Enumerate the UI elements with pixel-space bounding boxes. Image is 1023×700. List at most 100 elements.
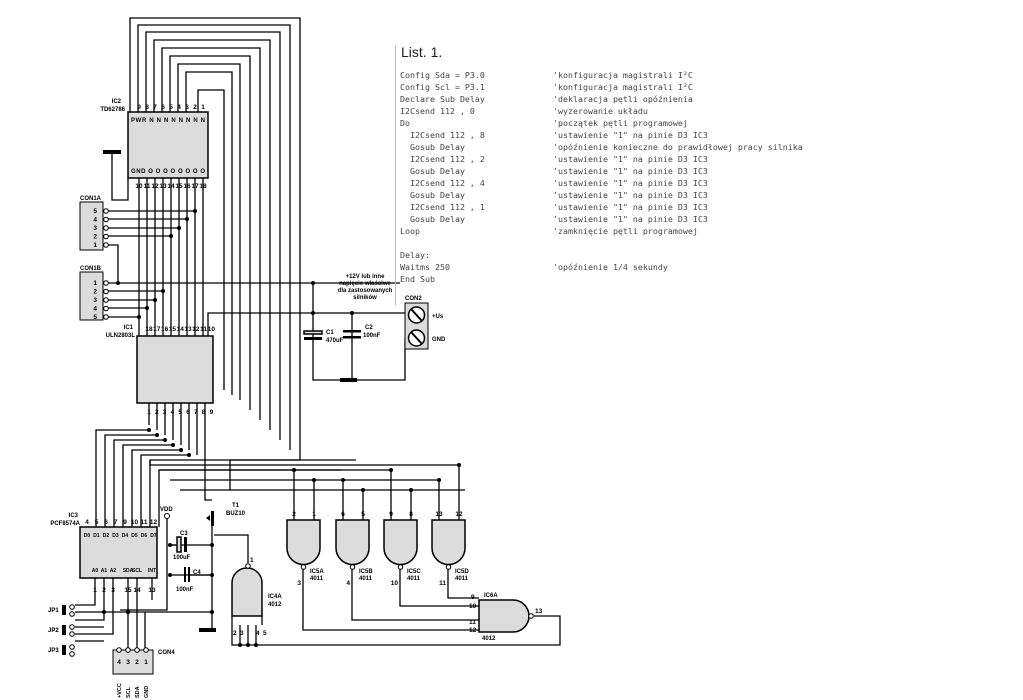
pin-terminal (143, 647, 149, 653)
gate-body (383, 519, 418, 566)
pin-function: D0 (84, 533, 91, 539)
junction-dot (389, 468, 393, 472)
wire (75, 578, 114, 635)
wire (140, 454, 189, 527)
junction-dot (341, 478, 345, 482)
wire (120, 519, 168, 611)
pin-label: 15 (124, 587, 132, 594)
junction-dot (210, 610, 214, 614)
junction-dot (311, 281, 315, 285)
pin-label: 16 (161, 326, 169, 333)
code-text: I2Csend 112 , 4 (400, 178, 485, 188)
jumper-label: JP3 (48, 648, 59, 654)
signal-label: GND (144, 686, 150, 698)
pin-terminal (116, 647, 122, 653)
pin-label: 16 (183, 183, 191, 190)
pin-function: A1 (101, 568, 108, 574)
t1-transistor: T1 BUZ10 (206, 503, 246, 526)
pin-label: 12 (469, 627, 477, 634)
gate-part: 4011 (407, 576, 421, 582)
pin-label: 5 (361, 511, 365, 518)
code-text: Gosub Delay (400, 214, 465, 224)
pin-label: 4 (256, 630, 260, 637)
junction-dot (193, 209, 197, 213)
junction-dot (168, 573, 172, 577)
pin-label: 3 (297, 580, 301, 587)
wire (204, 403, 212, 501)
pin-label: 12 (150, 519, 158, 526)
pin-label: 9 (137, 104, 141, 111)
ic4a-part: 4012 (268, 602, 282, 608)
junction-dot (153, 298, 157, 302)
pin-label: 13 (535, 608, 543, 615)
pin-label: 8 (409, 511, 413, 518)
pin-label: 9 (471, 594, 475, 601)
pin-label: 11 (141, 519, 148, 526)
power-section: C1 470uF C2 100nF CON2 +Us GND (303, 296, 446, 382)
pin-label: 12 (455, 511, 463, 518)
pin-label: 7 (153, 104, 157, 111)
pin-label: 12 (151, 183, 159, 190)
junction-dot (126, 610, 130, 614)
code-comment: 'ustawienie "1" na pinie D3 IC3 (553, 130, 708, 140)
pin-label: 17 (153, 326, 161, 333)
gate-name: IC5D (455, 569, 469, 575)
pin-label: 4 (93, 306, 97, 313)
code-text: Declare Sub Delay (400, 94, 485, 104)
wire (177, 63, 241, 400)
code-text: Gosub Delay (400, 142, 465, 152)
pin-terminal (103, 297, 109, 303)
junction-dot (155, 433, 159, 437)
wire (207, 312, 405, 336)
ic2-part: TD62786 (100, 107, 125, 113)
t1-part: BUZ10 (226, 511, 246, 517)
wire (399, 569, 479, 607)
pin-label: 2 (135, 659, 139, 666)
junction-dot (457, 463, 461, 467)
junction-dot (116, 281, 120, 285)
junction-dot (210, 573, 214, 577)
code-comment: 'ustawienie "1" na pinie D3 IC3 (553, 202, 708, 212)
pin-label: 3 (240, 630, 244, 637)
wire (113, 439, 165, 527)
ic4a-gate: IC4A 4012 1 2 3 4 5 (231, 557, 282, 637)
con1b-name: CON1B (80, 266, 102, 272)
signal-label: +VCC (117, 683, 123, 698)
pin-terminal (69, 644, 75, 650)
pin-label: 4 (85, 519, 89, 526)
pin-label: 18 (145, 326, 153, 333)
pin-function: D7 (150, 533, 157, 539)
wire (351, 569, 479, 621)
c2-label: C2 (365, 325, 373, 331)
wire (153, 39, 271, 430)
pin-label: 17 (191, 183, 199, 190)
code-text: Do (400, 118, 410, 128)
junction-dot (312, 478, 316, 482)
gnd-label: GND (432, 337, 446, 343)
wire (185, 71, 233, 395)
ic6a-gate: IC6A 4012 9 10 11 12 13 (469, 593, 543, 642)
junction-dot (177, 226, 181, 230)
pin-label: 11 (144, 183, 151, 190)
code-comment: 'konfiguracja magistrali I²C (553, 70, 693, 80)
junction-dot (350, 311, 354, 315)
code-comment: 'ustawienie "1" na pinie D3 IC3 (553, 178, 708, 188)
pin-label: 13 (148, 587, 156, 594)
pin-function: A2 (110, 568, 117, 574)
pin-label: 7 (194, 409, 198, 416)
pin-function: D3 (112, 533, 119, 539)
gate-body (431, 519, 466, 566)
ic6a-name: IC6A (484, 593, 498, 599)
wire (129, 17, 301, 460)
